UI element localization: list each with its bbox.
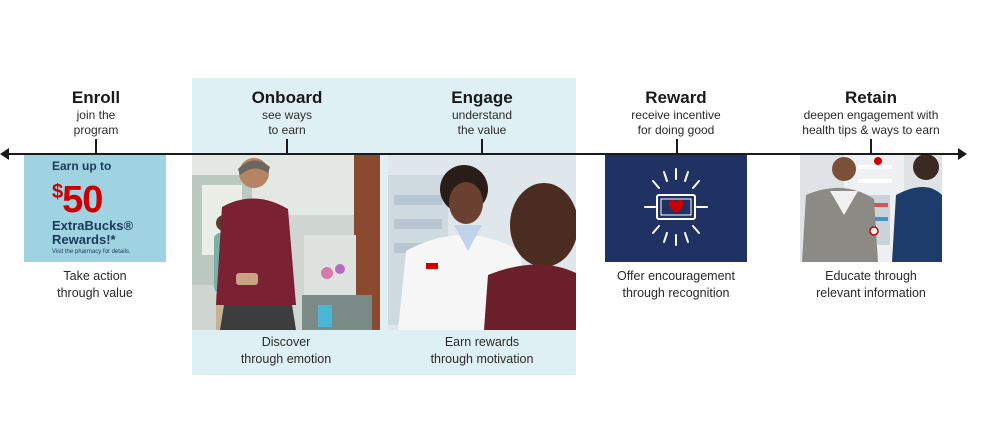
caption-line: through value <box>57 286 133 300</box>
caption-line: Offer encouragement <box>617 269 735 283</box>
stage-heading-onboard: Onboard see ways to earn <box>227 88 347 138</box>
pharmacist-consultation-photo <box>388 155 576 330</box>
stage-title: Retain <box>845 88 897 107</box>
timeline-arrow-right-icon <box>958 148 967 160</box>
timeline-tick-reward <box>676 139 678 154</box>
timeline-tick-onboard <box>286 139 288 154</box>
caption-onboard: Discover through emotion <box>192 334 380 368</box>
timeline-arrow-left-icon <box>0 148 9 160</box>
stage-heading-enroll: Enroll join the program <box>36 88 156 138</box>
reward-card <box>605 155 747 262</box>
promo-currency: $ <box>52 181 63 203</box>
promo-brand-rewards: Rewards!* <box>52 232 116 247</box>
stage-subtitle: for doing good <box>637 123 715 137</box>
stage-subtitle: health tips & ways to earn <box>802 123 940 137</box>
caption-enroll: Take action through value <box>24 268 166 302</box>
stage-title: Reward <box>645 88 707 107</box>
caption-reward: Offer encouragement through recognition <box>592 268 760 302</box>
caption-line: through recognition <box>622 286 730 300</box>
stage-subtitle: see ways <box>261 108 313 122</box>
promo-headline: Earn up to <box>52 159 112 173</box>
stage-heading-retain: Retain deepen engagement with health tip… <box>785 88 957 138</box>
stage-title: Onboard <box>251 88 323 107</box>
stage-title: Engage <box>451 88 513 107</box>
stage-heading-engage: Engage understand the value <box>422 88 542 138</box>
stage-subtitle: understand <box>451 108 513 122</box>
caption-line: through emotion <box>240 352 332 366</box>
stage-subtitle: to earn <box>268 123 306 137</box>
pharmacy-aisle-photo <box>800 155 942 262</box>
stage-title: Enroll <box>71 88 121 107</box>
caption-line: relevant information <box>816 286 926 300</box>
promo-brand: ExtraBucks® <box>52 218 134 233</box>
stage-subtitle: the value <box>457 123 507 137</box>
caption-line: Educate through <box>825 269 917 283</box>
retain-photo <box>800 155 942 262</box>
timeline-tick-engage <box>481 139 483 154</box>
engage-photo <box>388 155 576 330</box>
enroll-promo-tile: Earn up to $50 ExtraBucks® Rewards!* Vis… <box>24 155 166 262</box>
caption-line: through motivation <box>430 352 534 366</box>
stage-subtitle: receive incentive <box>631 108 721 122</box>
promo-amount-value: 50 <box>62 179 103 221</box>
caption-line: Earn rewards <box>444 335 520 349</box>
caption-line: Discover <box>261 335 311 349</box>
promo-amount: $50 <box>52 173 166 219</box>
promo-disclaimer: Visit the pharmacy for details. <box>52 249 131 255</box>
onboard-photo <box>192 155 380 330</box>
timeline-axis <box>6 153 960 155</box>
caption-line: Take action <box>63 269 127 283</box>
stage-heading-reward: Reward receive incentive for doing good <box>601 88 751 138</box>
stage-subtitle: join the <box>76 108 116 122</box>
stage-subtitle: program <box>73 123 119 137</box>
timeline-tick-retain <box>870 139 872 154</box>
heart-cash-burst-icon <box>644 168 708 246</box>
caption-engage: Earn rewards through motivation <box>388 334 576 368</box>
stage-subtitle: deepen engagement with <box>803 108 939 122</box>
man-with-phone-photo <box>192 155 380 330</box>
timeline-tick-enroll <box>95 139 97 154</box>
caption-retain: Educate through relevant information <box>786 268 956 302</box>
